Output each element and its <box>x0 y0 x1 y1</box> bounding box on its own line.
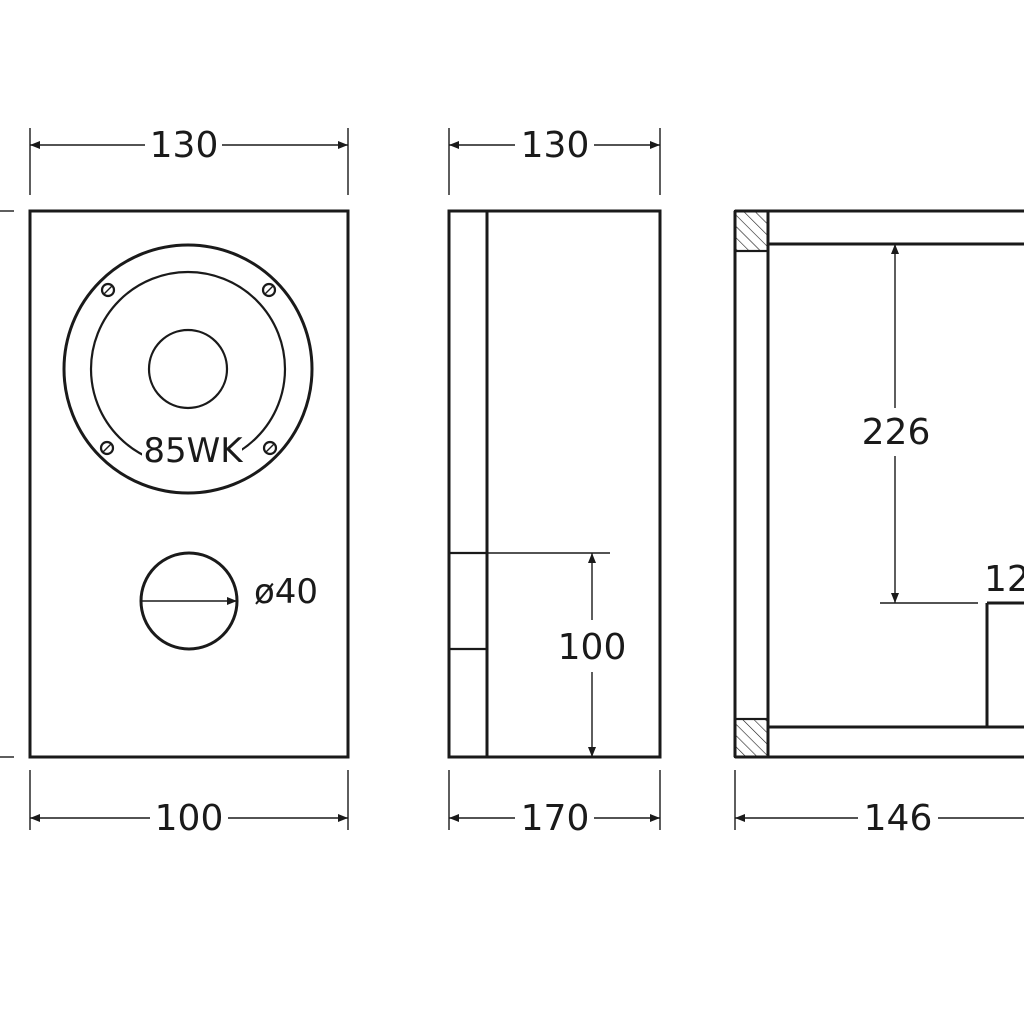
section-partial-label: 12 <box>984 559 1024 600</box>
driver: 85WK <box>62 243 314 495</box>
side-panel-outline <box>447 209 662 759</box>
section-bottom-width-label: 146 <box>864 798 933 839</box>
section-inner-height-dimension: 226 <box>862 244 978 604</box>
driver-outer-ring <box>62 243 314 495</box>
side-top-dimension: 130 <box>448 125 661 195</box>
side-port-height-dimension: 100 <box>487 552 627 757</box>
side-view: 130 100 170 <box>447 125 662 839</box>
mounting-screw-icon <box>262 440 278 456</box>
mounting-screw-icon <box>261 282 277 298</box>
section-bottom-dimension: 146 <box>734 770 1024 839</box>
bass-port: ø40 <box>139 551 318 651</box>
driver-model-label: 85WK <box>143 431 244 471</box>
side-port-height-label: 100 <box>558 627 627 668</box>
port-diameter-label: ø40 <box>254 572 318 612</box>
side-bottom-dimension: 170 <box>448 770 661 839</box>
front-top-dimension: 130 <box>29 125 349 195</box>
side-top-width-label: 130 <box>521 125 590 166</box>
mounting-screw-icon <box>99 440 115 456</box>
section-inner-height-label: 226 <box>862 412 931 453</box>
front-bottom-dimension: 100 <box>29 770 349 839</box>
mounting-screw-icon <box>100 282 116 298</box>
section-view: 226 12 146 <box>733 209 1024 839</box>
front-baffle-outline <box>28 209 350 759</box>
hatched-section-top <box>733 209 770 253</box>
hatched-section-bottom <box>733 717 770 759</box>
side-bottom-width-label: 170 <box>521 798 590 839</box>
front-bottom-width-label: 100 <box>155 798 224 839</box>
front-top-width-label: 130 <box>150 125 219 166</box>
driver-dust-cap <box>147 328 229 410</box>
front-view: 130 85WK <box>0 125 350 839</box>
label-background <box>142 428 242 468</box>
